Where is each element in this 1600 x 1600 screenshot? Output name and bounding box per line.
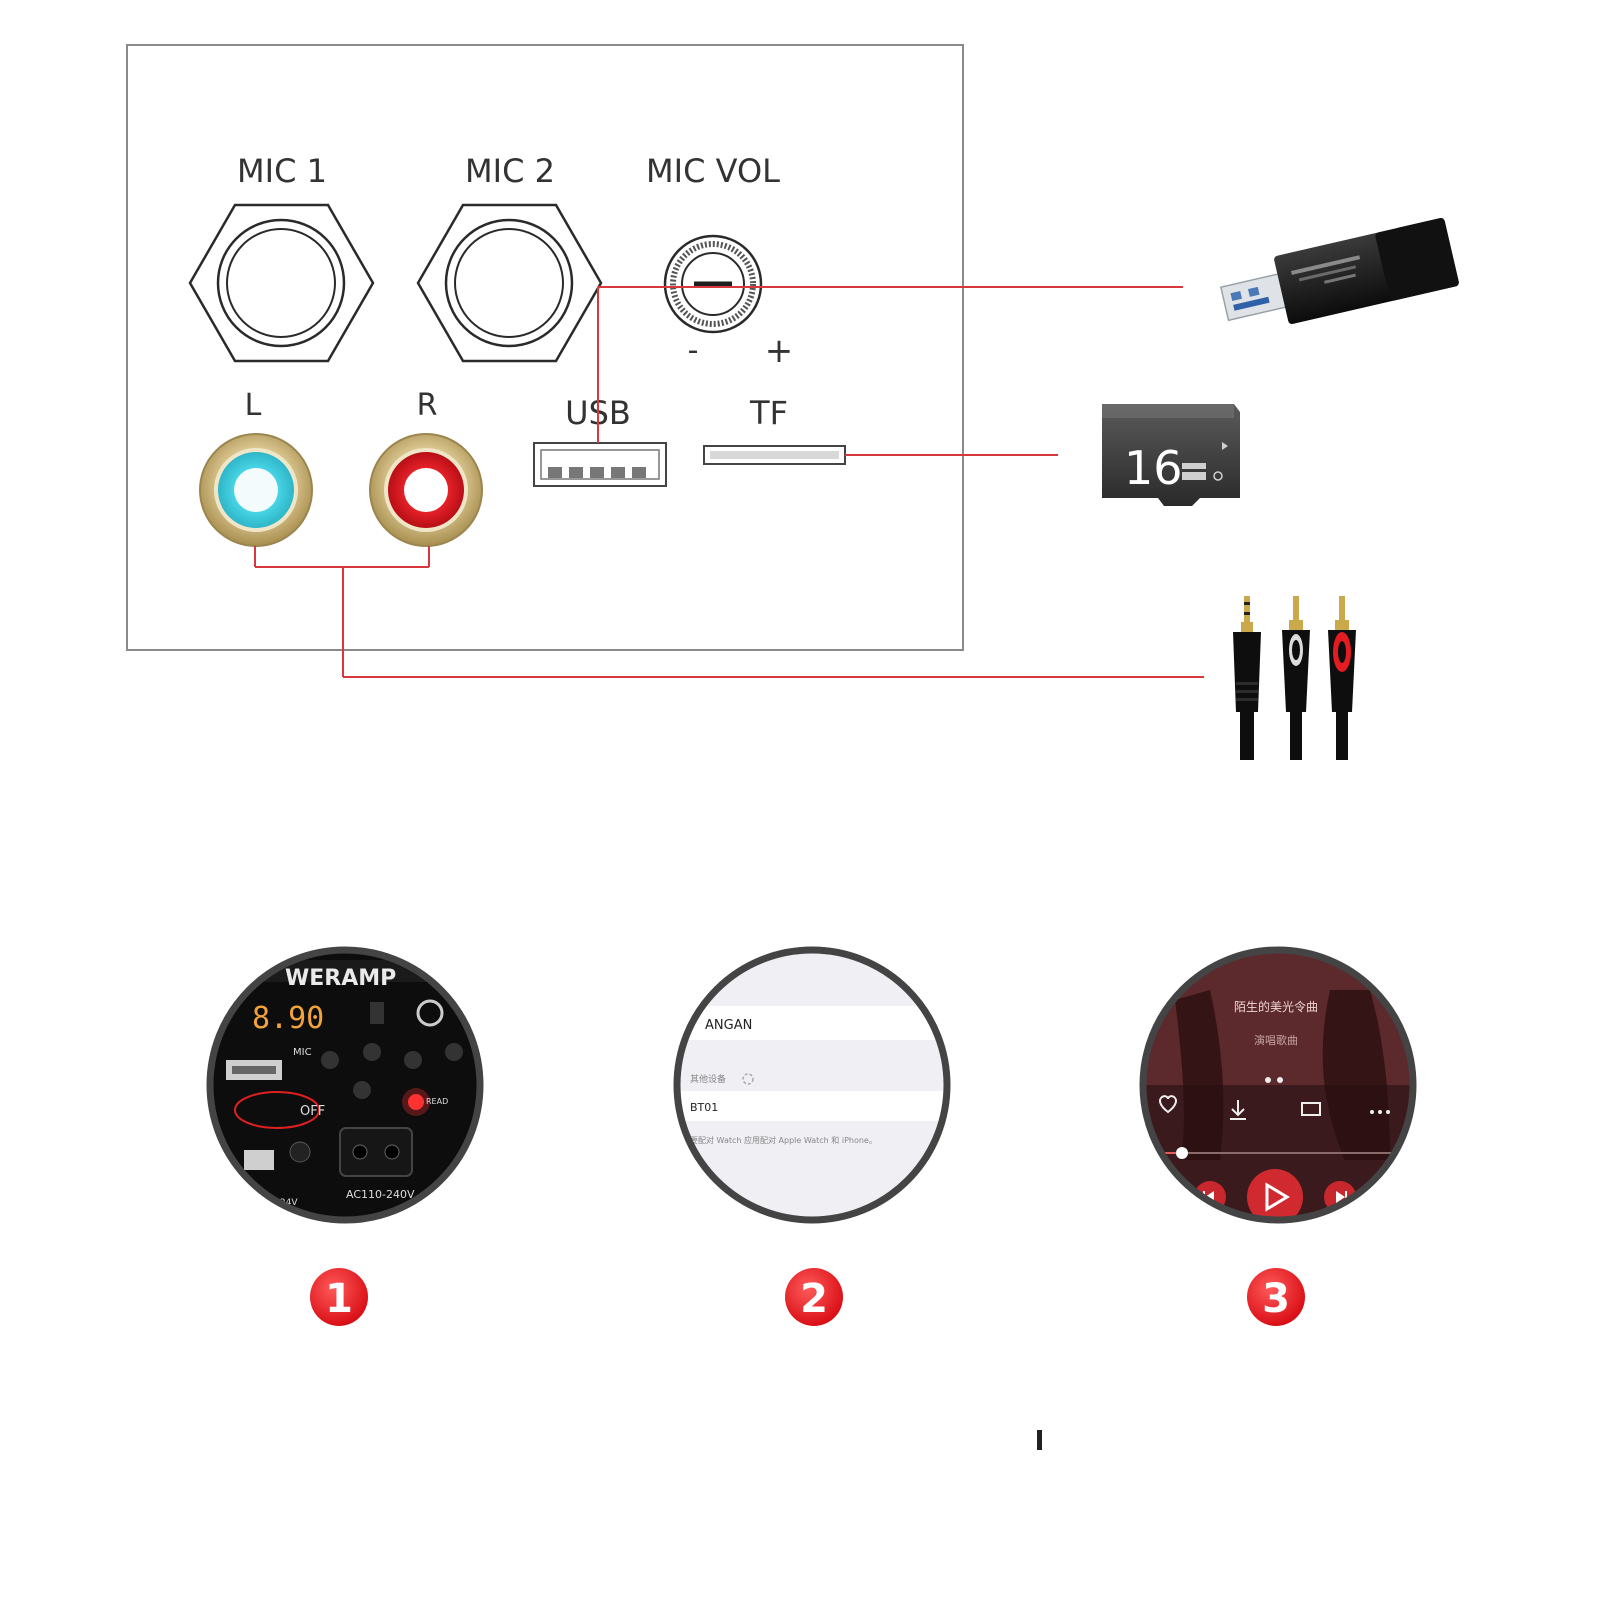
mic-volume-knob[interactable]	[663, 234, 763, 334]
bluetooth-device-header: ANGAN	[705, 1018, 752, 1033]
bluetooth-section-label: 其他设备	[690, 1073, 726, 1085]
mic2-label: MIC 2	[465, 152, 555, 190]
sd-card-capacity: 16	[1124, 441, 1183, 495]
usb-flash-drive-image	[1219, 218, 1459, 325]
step1-amplifier-board-image: WERAMP 8.90 MIC OFF READ DC12-24V AC110-…	[206, 946, 484, 1224]
play-button[interactable]	[1247, 1169, 1303, 1225]
step3-number: 3	[1262, 1276, 1290, 1322]
comment-icon[interactable]	[1301, 1102, 1321, 1116]
more-options-icon[interactable]	[1370, 1110, 1390, 1114]
song-title: 陌生的美光令曲	[1234, 999, 1318, 1014]
micvol-label: MIC VOL	[646, 152, 780, 190]
board-read-label: READ	[426, 1097, 448, 1106]
step1-badge: 1	[310, 1268, 368, 1326]
step3-music-player-image: 陌生的美光令曲 演唱歌曲	[1139, 946, 1417, 1225]
mic1-label: MIC 1	[237, 152, 327, 190]
mic1-jack[interactable]	[188, 203, 375, 363]
progress-handle[interactable]	[1176, 1147, 1188, 1159]
mic2-jack[interactable]	[416, 203, 603, 363]
bluetooth-footer-text: 要配对 Watch 应用配对 Apple Watch 和 iPhone。	[690, 1135, 877, 1145]
left-channel-label: L	[245, 388, 262, 423]
board-display: 8.90	[252, 1001, 324, 1036]
connection-wires	[254, 286, 1204, 678]
right-rca-jack[interactable]	[369, 433, 483, 547]
board-mic-label: MIC	[293, 1047, 312, 1058]
step1-number: 1	[325, 1276, 353, 1322]
tf-card-slot[interactable]	[703, 445, 846, 465]
volume-plus-label: +	[765, 331, 794, 371]
stray-mark	[1037, 1430, 1042, 1450]
right-channel-label: R	[417, 388, 438, 423]
board-title: WERAMP	[285, 966, 396, 991]
board-ac-label: AC110-240V	[346, 1188, 415, 1201]
board-off-label: OFF	[300, 1104, 325, 1119]
heart-icon[interactable]	[1159, 1095, 1177, 1114]
usb-port[interactable]	[533, 442, 667, 487]
bluetooth-device-name[interactable]: BT01	[690, 1101, 718, 1114]
volume-minus-label: -	[688, 333, 699, 368]
step3-badge: 3	[1247, 1268, 1305, 1326]
download-icon[interactable]	[1230, 1100, 1246, 1120]
step2-bluetooth-settings-image: ANGAN 其他设备 BT01 要配对 Watch 应用配对 Apple Wat…	[673, 946, 951, 1224]
audio-cable-image	[1233, 596, 1356, 760]
left-rca-jack[interactable]	[199, 433, 313, 547]
step2-badge: 2	[785, 1268, 843, 1326]
micro-sd-card-image: 16	[1102, 404, 1240, 506]
step2-number: 2	[800, 1276, 828, 1322]
tf-label: TF	[749, 394, 788, 432]
song-artist: 演唱歌曲	[1254, 1033, 1298, 1047]
